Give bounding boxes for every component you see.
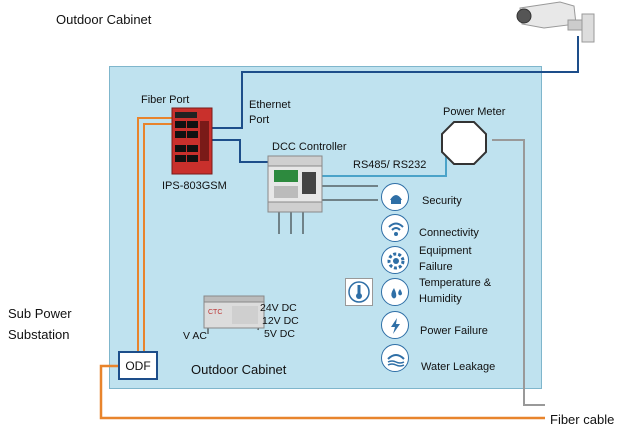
- connectivity-label: Connectivity: [419, 227, 479, 239]
- fiber-cable-label: Fiber cable: [550, 412, 615, 427]
- power-failure-label: Power Failure: [420, 325, 488, 337]
- v-ac-label: V AC: [183, 330, 207, 342]
- fiber-cable-line: [99, 364, 545, 420]
- connectivity-icon: [381, 214, 409, 242]
- thermometer-icon: [345, 278, 373, 306]
- temperature-label: Temperature &: [419, 277, 492, 289]
- ethernet-camera-line: [212, 36, 579, 129]
- fiber-port-label: Fiber Port: [141, 94, 190, 106]
- cabinet-label-bottom: Outdoor Cabinet: [191, 362, 287, 377]
- voltage-12-label: 12V DC: [262, 315, 299, 327]
- fiber-line-2: [143, 123, 172, 352]
- odf-label: ODF: [125, 358, 151, 373]
- switch-model-label: IPS-803GSM: [162, 180, 227, 192]
- humidity-label: Humidity: [419, 293, 462, 305]
- sub-power-label: Sub Power: [8, 306, 72, 321]
- diagram-title-outdoor-cabinet: Outdoor Cabinet: [56, 12, 152, 27]
- power-meter-line: [492, 139, 545, 406]
- voltage-24-label: 24V DC: [260, 302, 297, 314]
- water-leakage-label: Water Leakage: [421, 361, 496, 373]
- power-failure-icon: [381, 311, 409, 339]
- security-icon: [381, 183, 409, 211]
- odf-box: ODF: [118, 351, 158, 380]
- voltage-5-label: 5V DC: [264, 328, 295, 340]
- power-meter-icon: [441, 121, 487, 165]
- equipment-failure-icon: [381, 246, 409, 274]
- substation-label: Substation: [8, 327, 70, 342]
- switch-device: [171, 107, 213, 175]
- fiber-line-1: [137, 117, 172, 352]
- dcc-controller-device: [267, 155, 323, 213]
- failure-label: Failure: [419, 261, 453, 273]
- ethernet-label: Ethernet: [249, 99, 291, 111]
- equipment-label: Equipment: [419, 245, 472, 257]
- port-label: Port: [249, 114, 270, 126]
- humidity-icon: [381, 278, 409, 306]
- water-leakage-icon: [381, 344, 409, 372]
- power-meter-label: Power Meter: [443, 106, 506, 118]
- dcc-controller-label: DCC Controller: [272, 141, 347, 153]
- svg-text:CTC: CTC: [208, 309, 222, 316]
- camera-icon: [516, 1, 595, 43]
- rs485-line: [322, 152, 447, 177]
- security-label: Security: [422, 195, 462, 207]
- rs485-label: RS485/ RS232: [353, 159, 427, 171]
- power-supply-device: CTC: [203, 295, 265, 329]
- ethernet-dcc-line: [212, 139, 268, 163]
